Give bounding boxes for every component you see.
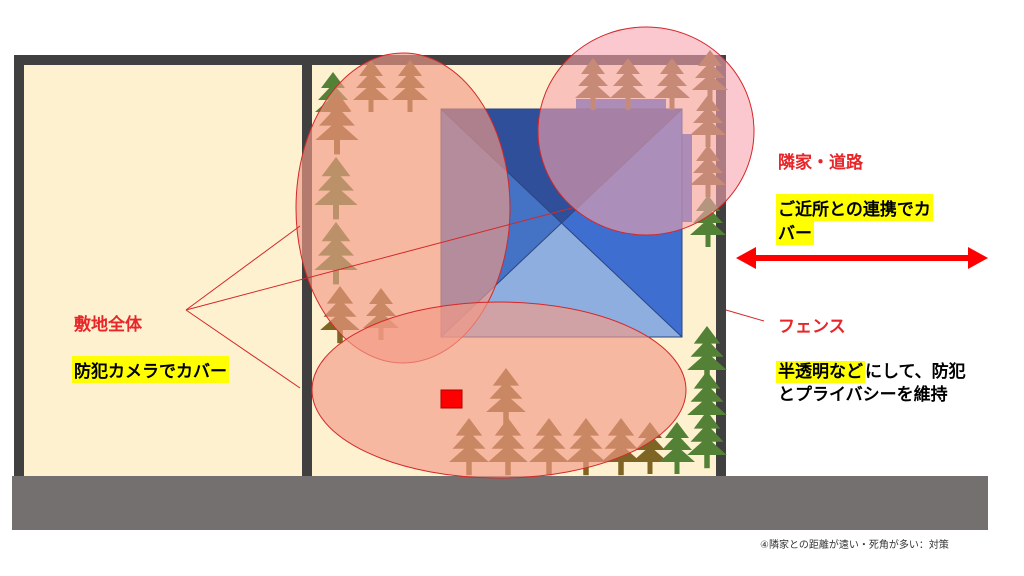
left-wall [14,55,24,476]
fence-note-line2: とプライバシーを維持 [778,385,948,405]
callout-lines [185,207,765,389]
tree-icon [687,411,727,469]
neighbor-cover-line2: バー [776,218,814,245]
neighbor-zone [537,26,755,236]
fence-note-rest: にして、防犯 [865,362,966,382]
left-lot [19,60,307,476]
site-whole-label: 敷地全体 [74,315,142,335]
neighbor-cover-line1: ご近所との連携でカ [776,194,933,221]
neighbor-road-label: 隣家・道路 [778,153,863,173]
tree-icon [659,422,695,474]
fence-note-highlight: 半透明など [776,361,865,383]
fence-note-line1: 半透明などにして、防犯 [776,357,966,383]
camera-cover-label: 防犯カメラでカバー [72,356,229,383]
road [12,476,988,530]
right-fence-wall [716,55,726,476]
fence-label: フェンス [778,317,846,337]
camera-zone-bottom [311,301,687,479]
double-arrow-icon [736,247,988,269]
security-camera-icon [440,389,463,409]
slide-caption: ④隣家との距離が遠い・死角が多い：対策 [760,540,949,551]
